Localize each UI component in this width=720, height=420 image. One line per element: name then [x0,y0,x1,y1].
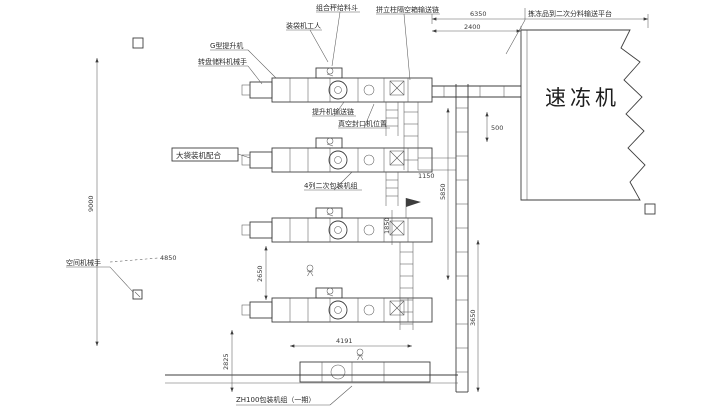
machine-line-unit-1 [241,67,433,103]
machine-line-unit-2 [241,137,433,173]
machine-line-unit-3 [241,207,433,243]
annotation-tray: 转盘储料机械手 [198,57,263,85]
operator-figure-1 [306,264,314,277]
svg-text:4850: 4850 [160,254,177,262]
dimension-1150: 1150 [418,172,435,180]
annotation-pack: 4列二次包装机组 [304,171,362,191]
annotation-boxed-label: 大袋装机配合 [171,147,251,162]
annotation-chain: 拼立柱隔空箱输送链 [376,5,440,81]
svg-text:500: 500 [491,124,503,132]
bottom-title: ZH100包装机组（一期） [236,385,353,406]
svg-text:4列二次包装机组: 4列二次包装机组 [304,181,357,190]
transfer-ladder-3 [399,242,414,330]
svg-text:2400: 2400 [464,23,481,31]
dimension-500: 500 [485,112,503,142]
corner-mark-top-left [132,37,144,49]
svg-text:组合秤给料斗: 组合秤给料斗 [316,3,358,12]
annotation-conveyor: 提升机输送链 [312,101,356,117]
svg-text:空间机械手: 空间机械手 [66,258,101,267]
svg-text:5850: 5850 [439,183,447,200]
annotation-lifter: G型提升机 [210,41,277,79]
dimension-2400: 2400 [432,23,522,36]
freezer-outline [520,29,646,201]
svg-text:2825: 2825 [222,353,230,370]
flag-marker [405,198,421,218]
elevator-ladder [403,102,456,171]
dimension-4850: 4850 [109,254,177,263]
svg-text:拣冻品到二次分料输送平台: 拣冻品到二次分料输送平台 [528,9,612,18]
svg-text:提升机输送链: 提升机输送链 [312,107,354,116]
freezer-label: 速冻机 [545,86,620,110]
dimension-4191: 4191 [290,337,412,348]
svg-text:转盘储料机械手: 转盘储料机械手 [198,57,247,66]
svg-text:大袋装机配合: 大袋装机配合 [176,150,221,160]
machine-line-unit-4 [241,287,433,323]
svg-text:4191: 4191 [336,337,353,345]
annotation-vacuum: 真空封口机位置 [338,103,390,129]
annotation-robot: 空间机械手 [66,258,134,293]
dimension-3650: 3650 [469,240,480,392]
right-conveyor [455,84,469,393]
svg-text:拼立柱隔空箱输送链: 拼立柱隔空箱输送链 [376,5,439,14]
annotation-top-right: 拣冻品到二次分料输送平台 [505,8,612,55]
svg-text:9000: 9000 [87,195,95,212]
annotation-hopper: 组合秤给料斗 [316,3,360,67]
operator-figure-2 [356,348,364,361]
svg-text:1150: 1150 [418,172,435,180]
svg-text:1850: 1850 [383,217,391,234]
corner-mark-right [644,203,656,215]
svg-text:6350: 6350 [470,10,487,18]
top-conveyor [432,85,521,98]
svg-text:装袋机工人: 装袋机工人 [286,21,321,30]
bottom-pack-unit [165,361,458,384]
dimension-2650: 2650 [256,246,268,300]
dimension-2825: 2825 [222,330,234,392]
dimension-5850: 5850 [439,108,450,280]
svg-text:ZH100包装机组（一期）: ZH100包装机组（一期） [236,395,315,404]
dimension-6350: 6350 [431,10,649,28]
transfer-ladder-1 [385,102,399,136]
annotation-worker: 装袋机工人 [286,21,329,63]
svg-text:G型提升机: G型提升机 [210,41,243,50]
transfer-ladder-2 [385,172,399,206]
robot-station-mark [132,289,143,300]
dimension-9000: 9000 [87,58,99,346]
svg-text:真空封口机位置: 真空封口机位置 [338,119,387,128]
dimension-1850: 1850 [383,210,393,245]
svg-text:2650: 2650 [256,265,264,282]
svg-text:3650: 3650 [469,309,477,326]
